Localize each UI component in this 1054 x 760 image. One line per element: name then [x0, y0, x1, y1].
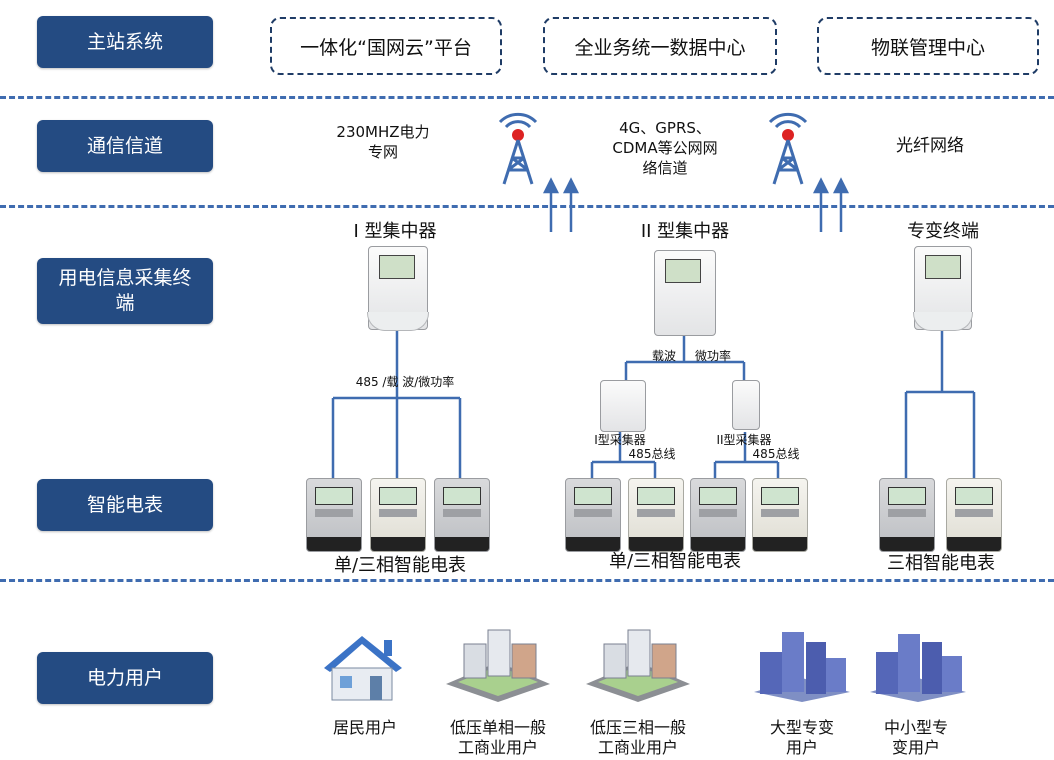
tower-icon	[768, 112, 808, 185]
separator-3	[0, 579, 1054, 582]
type1-links	[331, 330, 462, 480]
channel-fiber: 光纤网络	[896, 136, 964, 156]
smart-meter	[879, 478, 935, 552]
terminal-special-title: 专变终端	[907, 221, 979, 242]
master-item-cloud-text: 一体化“国网云”平台	[300, 36, 472, 59]
special-links	[904, 330, 976, 478]
user-label-large-special: 大型专变 用户	[752, 718, 852, 758]
user-label-small-special-text: 中小型专 变用户	[883, 718, 948, 757]
row-label-terminal: 用电信息采集终端	[37, 258, 213, 324]
bus1-label: 485总线	[628, 447, 676, 461]
tower-icon	[498, 112, 538, 185]
master-item-data-center: 全业务统一数据中心	[543, 17, 777, 75]
user-label-three-phase: 低压三相一般 工商业用户	[578, 718, 698, 758]
separator-2	[0, 205, 1054, 208]
buildings-icon	[446, 629, 550, 702]
type2-links	[590, 335, 780, 478]
house-icon	[324, 636, 402, 701]
micro-power-label: 微功率	[694, 349, 731, 363]
type1-link-label: 485 /载 波/微功率	[355, 375, 455, 389]
row-label-master: 主站系统	[37, 16, 213, 68]
row-label-users: 电力用户	[37, 652, 213, 704]
smart-meter	[628, 478, 684, 552]
smart-meter	[690, 478, 746, 552]
meter-group1-label: 单/三相智能电表	[333, 555, 467, 576]
master-item-data-center-text: 全业务统一数据中心	[574, 36, 746, 59]
concentrator-special	[913, 246, 973, 331]
row-label-meter: 智能电表	[37, 479, 213, 531]
smart-meter	[306, 478, 362, 552]
user-label-single-phase-text: 低压单相一般 工商业用户	[449, 718, 546, 757]
channel-public-net: 4G、GPRS、 CDMA等公网网 络信道	[612, 119, 718, 177]
user-label-small-special: 中小型专 变用户	[866, 718, 966, 758]
user-label-resident: 居民用户	[320, 718, 410, 738]
user-label-three-phase-text: 低压三相一般 工商业用户	[589, 718, 686, 757]
smart-meter	[752, 478, 808, 552]
arrow-up-icon	[542, 177, 850, 232]
meter-group2-label: 单/三相智能电表	[608, 551, 742, 572]
bus2-label: 485总线	[752, 447, 800, 461]
smart-meter	[370, 478, 426, 552]
smart-meter	[434, 478, 490, 552]
user-label-single-phase: 低压单相一般 工商业用户	[438, 718, 558, 758]
buildings-icon	[586, 629, 690, 702]
master-item-cloud: 一体化“国网云”平台	[270, 17, 502, 75]
meter-group3-label: 三相智能电表	[887, 553, 995, 574]
terminal-type2-title: II 型集中器	[640, 221, 730, 242]
collector1-label: I型采集器	[594, 433, 646, 447]
separator-1	[0, 96, 1054, 99]
concentrator-type1	[367, 246, 429, 331]
collector-type2	[732, 380, 760, 430]
tall-buildings-icon	[754, 632, 850, 702]
row-label-channel: 通信信道	[37, 120, 213, 172]
tall-buildings-icon	[870, 634, 966, 702]
user-label-large-special-text: 大型专变 用户	[769, 718, 834, 757]
master-item-iot-center: 物联管理中心	[817, 17, 1039, 75]
master-item-iot-center-text: 物联管理中心	[870, 36, 985, 59]
concentrator-type2	[654, 250, 716, 336]
channel-private-net: 230MHZ电力 专网	[336, 123, 430, 161]
collector2-label: II型采集器	[716, 433, 772, 447]
carrier-label: 载波	[651, 349, 676, 363]
smart-meter	[565, 478, 621, 552]
smart-meter	[946, 478, 1002, 552]
terminal-type1-title: I 型集中器	[353, 221, 437, 242]
collector-type1	[600, 380, 646, 432]
user-label-resident-text: 居民用户	[332, 718, 397, 737]
